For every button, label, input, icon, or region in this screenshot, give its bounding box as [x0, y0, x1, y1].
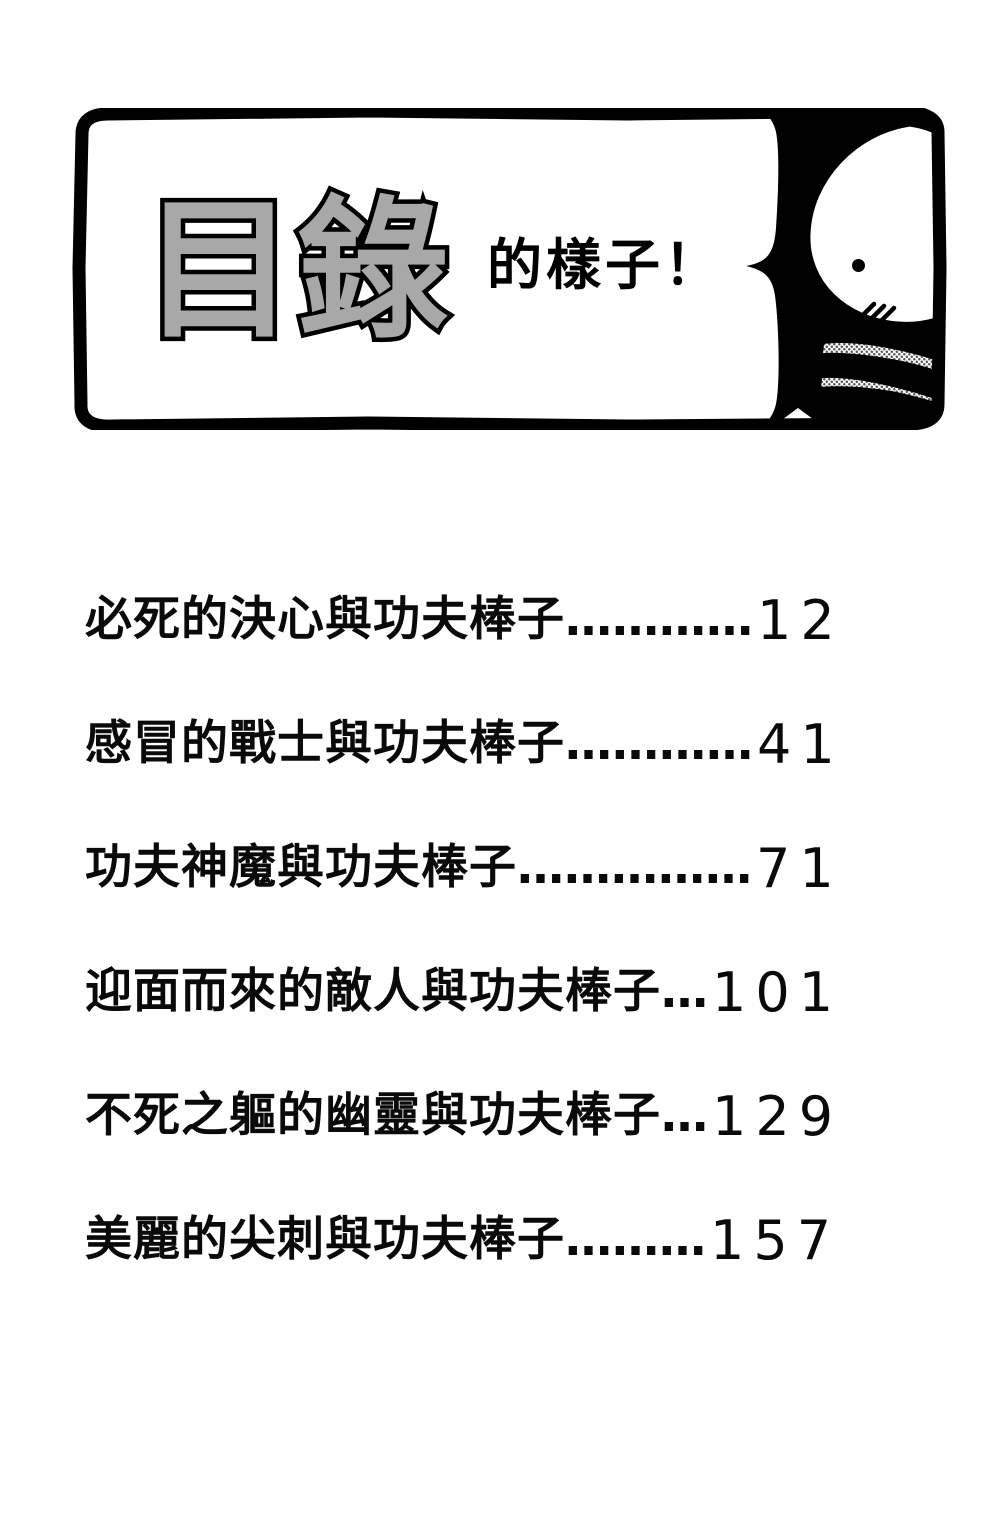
panel-border	[72, 108, 947, 430]
toc-entry-leader: …………	[565, 592, 753, 647]
toc-entry-page: 41	[757, 713, 844, 776]
toc-entry-title: 功夫神魔與功夫棒子	[85, 840, 517, 895]
toc-entry-leader: …	[661, 964, 708, 1019]
toc-entry-title: 感冒的戰士與功夫棒子	[85, 716, 565, 771]
upper-arm-halftone	[813, 334, 940, 413]
toc-entry-page: 12	[757, 589, 844, 652]
toc-entry[interactable]: 不死之軀的幽靈與功夫棒子 … 129	[0, 1085, 1000, 1216]
toc-entry-leader: …………	[565, 716, 753, 771]
toc-entry-page: 71	[756, 837, 843, 900]
toc-entry[interactable]: 美麗的尖刺與功夫棒子 ……… 157	[0, 1209, 1000, 1340]
toc-entry-title: 不死之軀的幽靈與功夫棒子	[85, 1088, 661, 1143]
hatch-lines	[855, 301, 897, 327]
toc-entry-leader: ………	[565, 1212, 706, 1267]
toc-entry-leader: ……………	[517, 840, 752, 895]
toc-entry-page: 129	[712, 1085, 843, 1148]
round-body	[801, 117, 940, 331]
toc-entry[interactable]: 迎面而來的敵人與功夫棒子 … 101	[0, 961, 1000, 1092]
toc-entry[interactable]: 必死的決心與功夫棒子 ………… 12	[0, 589, 1000, 720]
toc-entry-title: 美麗的尖刺與功夫棒子	[85, 1212, 565, 1267]
toc-entry-page: 157	[710, 1209, 841, 1272]
comic-header-panel	[68, 108, 950, 430]
toc-entry-title: 迎面而來的敵人與功夫棒子	[85, 964, 661, 1019]
page-subtitle: 的樣子！	[487, 233, 724, 297]
page-title: 目錄	[139, 182, 454, 359]
toc-entry-page: 101	[712, 961, 843, 1024]
toc-entry-leader: …	[661, 1088, 708, 1143]
belly-dot	[852, 259, 865, 272]
lower-arm-halftone	[811, 368, 940, 427]
toc-entry[interactable]: 感冒的戰士與功夫棒子 ………… 41	[0, 713, 1000, 844]
table-of-contents: 必死的決心與功夫棒子 ………… 12 感冒的戰士與功夫棒子 ………… 41 功夫…	[0, 589, 1000, 1340]
toc-entry-title: 必死的決心與功夫棒子	[85, 592, 565, 647]
toc-entry[interactable]: 功夫神魔與功夫棒子 …………… 71	[0, 837, 1000, 968]
